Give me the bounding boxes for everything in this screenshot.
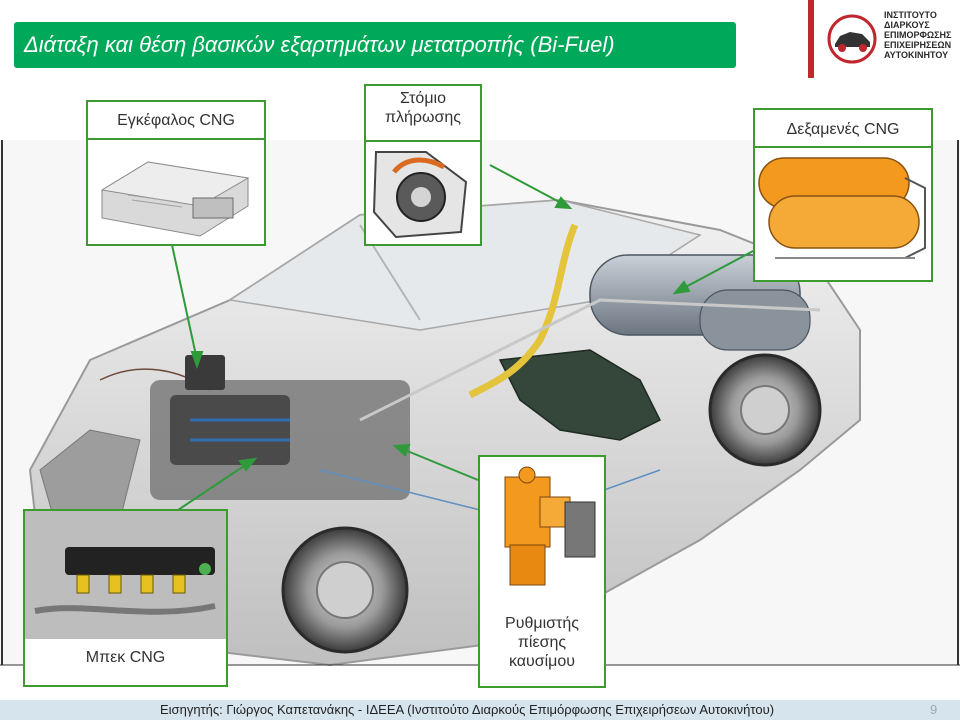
page-number: 9 — [930, 702, 938, 717]
tanks-label: Δεξαμενές CNG — [786, 121, 900, 138]
regulator-illustration — [504, 466, 596, 586]
injectors-illustration — [25, 511, 226, 639]
logo-text: ΙΝΣΤΙΤΟΥΤΟ ΔΙΑΡΚΟΥΣ ΕΠΙΜΟΡΦΩΣΗΣ ΕΠΙΧΕΙΡΗ… — [884, 10, 951, 60]
regulator-label-line3: καυσίμου — [508, 653, 576, 670]
slide-title-bar: Διάταξη και θέση βασικών εξαρτημάτων μετ… — [14, 22, 736, 68]
logo-line: ΙΝΣΤΙΤΟΥΤΟ — [884, 10, 937, 20]
footer-text: Εισηγητής: Γιώργος Καπετανάκης - ΙΔΕΕΑ (… — [160, 702, 775, 717]
regulator-label-line2: πίεσης — [517, 634, 567, 651]
institute-logo: ΙΝΣΤΙΤΟΥΤΟ ΔΙΑΡΚΟΥΣ ΕΠΙΜΟΡΦΩΣΗΣ ΕΠΙΧΕΙΡΗ… — [808, 0, 958, 78]
cng-tanks-image — [753, 146, 933, 282]
slide-footer: Εισηγητής: Γιώργος Καπετανάκης - ΙΔΕΕΑ (… — [0, 700, 960, 720]
filler-label-line2: πλήρωσης — [384, 109, 461, 126]
filler-neck-illustration — [372, 151, 468, 239]
regulator-label-line1: Ρυθμιστής — [505, 615, 579, 632]
tanks-label-box: Δεξαμενές CNG — [753, 108, 933, 148]
ecu-illustration — [100, 161, 250, 237]
logo-line: ΔΙΑΡΚΟΥΣ — [884, 20, 930, 30]
car-logo-icon — [827, 14, 877, 64]
filler-neck-image — [364, 140, 482, 246]
slide-title: Διάταξη και θέση βασικών εξαρτημάτων μετ… — [24, 32, 615, 57]
filler-label-box: Στόμιο πλήρωσης — [364, 84, 482, 142]
ecu-label: Εγκέφαλος CNG — [117, 112, 235, 129]
cng-tanks-illustration — [758, 157, 926, 259]
regulator-label-box: Ρυθμιστής πίεσης καυσίμου — [478, 606, 606, 688]
logo-line: ΑΥΤΟΚΙΝΗΤΟΥ — [884, 50, 949, 60]
injectors-label-box: Μπεκ CNG — [23, 639, 228, 687]
regulator-image — [478, 455, 606, 608]
logo-line: ΕΠΙΧΕΙΡΗΣΕΩΝ — [884, 40, 952, 50]
injectors-label: Μπεκ CNG — [85, 649, 166, 666]
ecu-label-box: Εγκέφαλος CNG — [86, 100, 266, 140]
logo-line: ΕΠΙΜΟΡΦΩΣΗΣ — [884, 30, 952, 40]
injectors-image — [23, 509, 228, 641]
ecu-image — [86, 138, 266, 246]
filler-label-line1: Στόμιο — [399, 90, 446, 107]
